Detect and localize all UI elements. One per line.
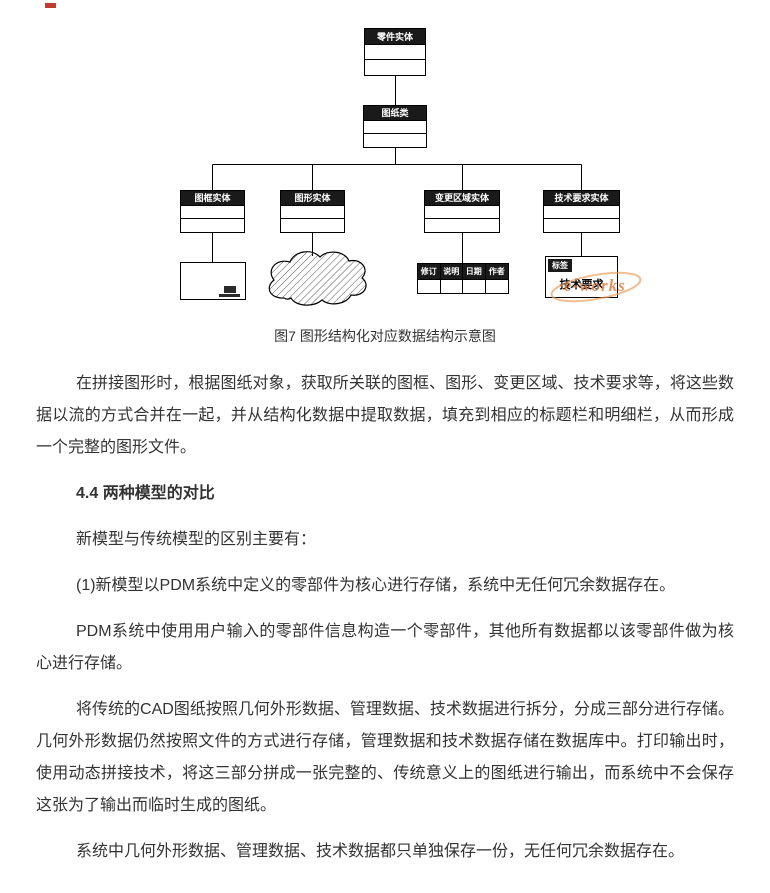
paragraph-single-copy: 系统中几何外形数据、管理数据、技术数据都只单独保存一份，无任何冗余数据存在。 — [76, 843, 685, 860]
article-body: 在拼接图形时，根据图纸对象，获取所关联的图框、图形、变更区域、技术要求等，将这些… — [36, 368, 734, 868]
empty-compartment — [544, 219, 619, 232]
empty-compartment — [181, 206, 244, 219]
empty-compartment — [425, 206, 499, 219]
uml-class-tech-req-entity: 技术要求实体 — [543, 190, 620, 233]
paragraph-splicing: 在拼接图形时，根据图纸对象，获取所关联的图框、图形、变更区域、技术要求等，将这些… — [36, 375, 734, 456]
frame-entity-title: 图框实体 — [181, 191, 244, 206]
revision-table: 修订 说明 日期 作者 — [417, 263, 509, 294]
tech-req-entity-title: 技术要求实体 — [544, 191, 619, 206]
uml-class-change-area-entity: 变更区域实体 — [424, 190, 500, 233]
empty-compartment — [544, 206, 619, 219]
revision-table-header: 日期 — [463, 264, 486, 280]
graphics-entity-title: 图形实体 — [281, 191, 344, 206]
revision-table-header: 作者 — [485, 264, 508, 280]
tech-req-box: 标签 技术要求 — [545, 256, 618, 298]
revision-table-cell — [418, 280, 441, 293]
paragraph-point-1: (1)新模型以PDM系统中定义的零部件为核心进行存储，系统中无任何冗余数据存在。 — [76, 577, 676, 594]
empty-compartment — [281, 219, 344, 232]
change-area-entity-title: 变更区域实体 — [425, 191, 499, 206]
paragraph-differences-intro: 新模型与传统模型的区别主要有： — [76, 531, 317, 548]
page-corner-artifact — [45, 3, 56, 8]
revision-table-header: 修订 — [418, 264, 441, 280]
section-heading-4-4: 4.4 两种模型的对比 — [76, 485, 215, 502]
figure-diagram: 零件实体 图纸类 图框实体 图形实体 变更区域实体 技术要求实体 — [0, 0, 770, 312]
empty-compartment — [364, 134, 426, 147]
uml-class-frame-entity: 图框实体 — [180, 190, 245, 233]
part-entity-title: 零件实体 — [365, 29, 425, 45]
tag-label: 标签 — [548, 259, 572, 272]
paragraph-pdm-core: PDM系统中使用用户输入的零部件信息构造一个零部件，其他所有数据都以该零部件做为… — [36, 623, 734, 672]
figure-caption: 图7 图形结构化对应数据结构示意图 — [274, 328, 496, 344]
revision-table-cell — [463, 280, 486, 293]
uml-class-graphics-entity: 图形实体 — [280, 190, 345, 233]
paragraph-cad-split: 将传统的CAD图纸按照几何外形数据、管理数据、技术数据进行拆分，分成三部分进行存… — [36, 701, 734, 814]
diagram-lines — [180, 76, 582, 306]
empty-compartment — [181, 219, 244, 232]
frame-thumbnail — [180, 262, 246, 300]
article-page: 零件实体 图纸类 图框实体 图形实体 变更区域实体 技术要求实体 — [0, 0, 770, 868]
tech-req-label: 技术要求 — [559, 279, 604, 291]
empty-compartment — [364, 121, 426, 134]
empty-compartment — [425, 219, 499, 232]
revision-table-cell — [441, 280, 463, 293]
revision-table-header: 说明 — [440, 264, 463, 280]
empty-compartment — [281, 206, 344, 219]
empty-compartment — [365, 60, 425, 75]
revision-table-cell — [486, 280, 509, 293]
uml-class-drawing: 图纸类 — [363, 105, 427, 148]
uml-class-part-entity: 零件实体 — [364, 28, 426, 76]
empty-compartment — [365, 45, 425, 60]
drawing-class-title: 图纸类 — [364, 106, 426, 121]
graphics-cloud — [268, 251, 367, 306]
